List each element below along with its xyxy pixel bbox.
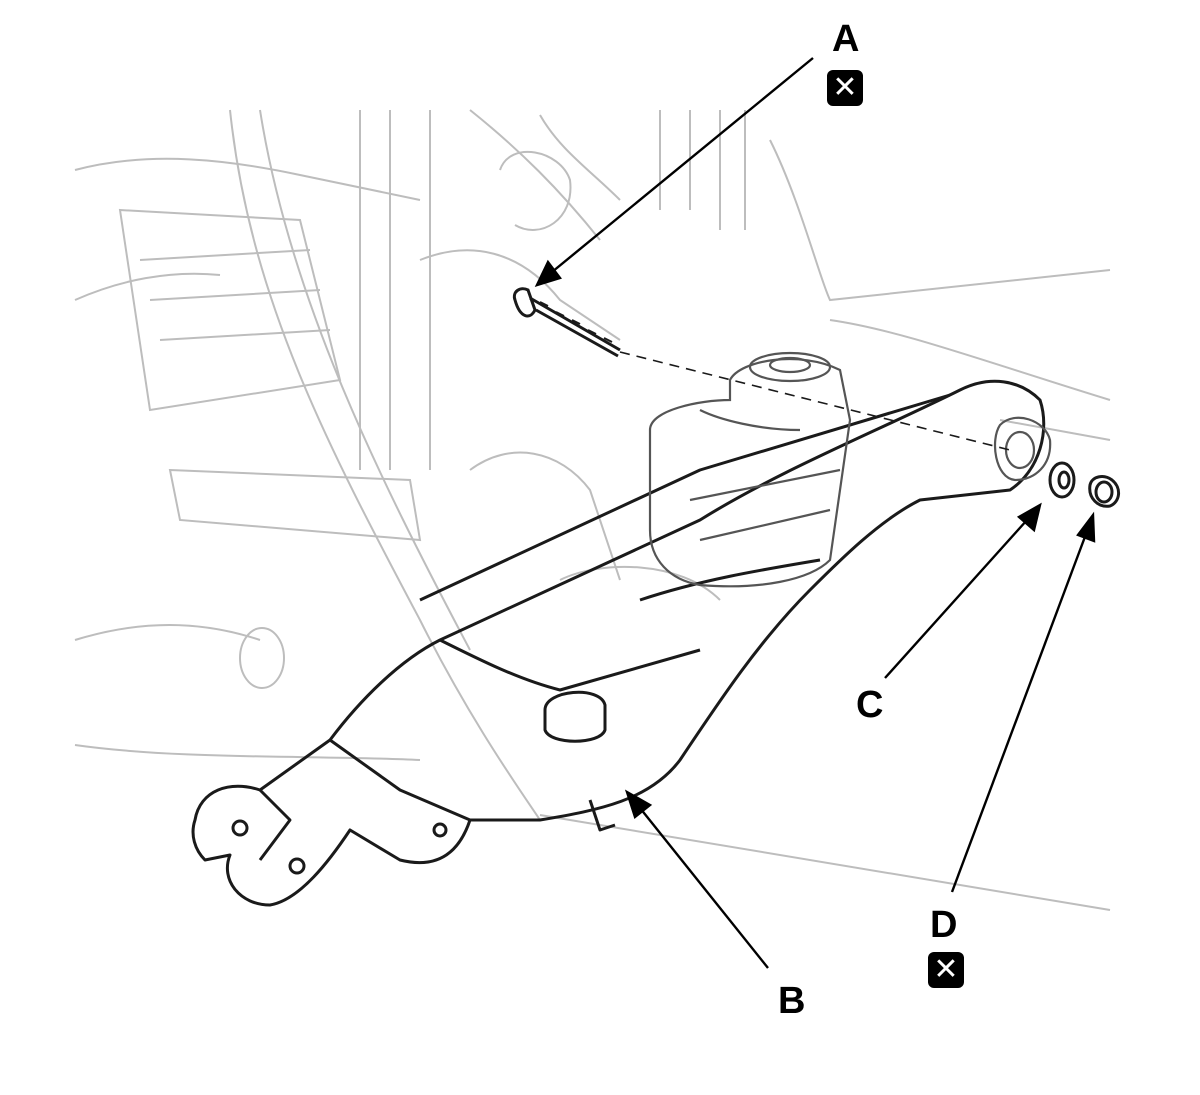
callout-label-A: A bbox=[832, 18, 860, 60]
trailing-arm bbox=[191, 379, 1046, 907]
bolt-A bbox=[512, 287, 1011, 451]
callout-label-B: B bbox=[778, 980, 806, 1022]
washer-C bbox=[1048, 461, 1076, 499]
knuckle-housing bbox=[648, 351, 1052, 588]
callout-label-C: C bbox=[856, 684, 884, 726]
nut-D bbox=[1088, 475, 1120, 508]
callout-label-D: D bbox=[930, 904, 958, 946]
replace-part-icon: ✕ bbox=[928, 952, 964, 988]
background-structure bbox=[74, 109, 1111, 911]
leader-lines bbox=[534, 57, 1096, 969]
replace-part-icon: ✕ bbox=[827, 70, 863, 106]
